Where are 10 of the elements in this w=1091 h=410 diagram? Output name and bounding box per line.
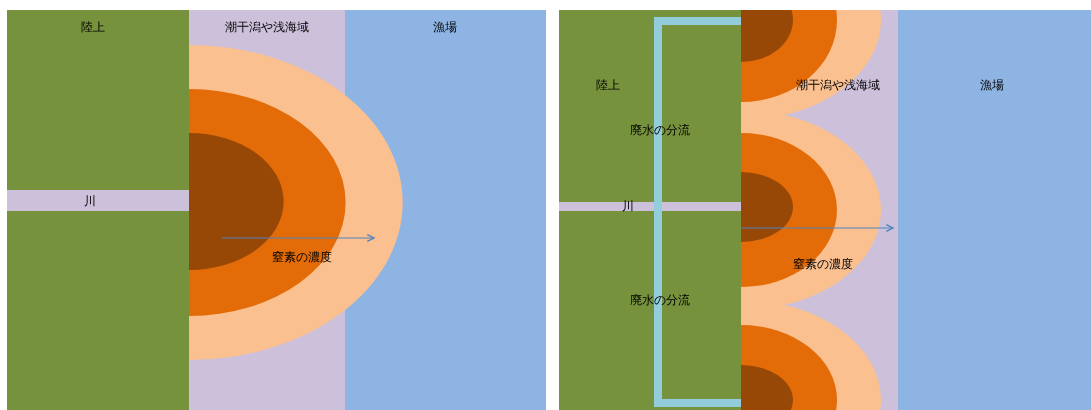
area-label: 漁場	[433, 19, 457, 35]
area-label: 潮干潟や浅海域	[225, 19, 309, 35]
area-label: 窒素の濃度	[272, 249, 332, 265]
area-label: 漁場	[980, 77, 1004, 93]
area-label: 潮干潟や浅海域	[796, 77, 880, 93]
area-label: 川	[622, 198, 634, 214]
area-label: 陸上	[81, 19, 105, 35]
area-label: 陸上	[596, 77, 620, 93]
area-label: 川	[84, 193, 96, 209]
area-label: 窒素の濃度	[793, 256, 853, 272]
